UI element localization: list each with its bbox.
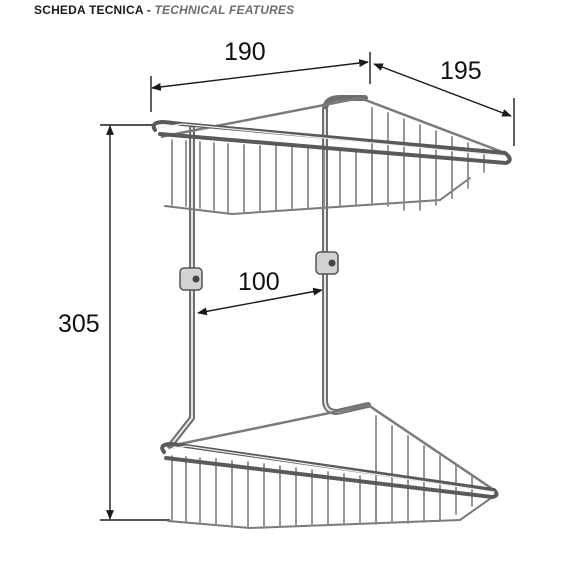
top-basket (151, 96, 512, 216)
width-dimension-label: 190 (224, 38, 266, 66)
right-bracket-connector (315, 251, 339, 275)
bottom-basket-bottom-frame (167, 495, 495, 530)
bottom-basket (160, 403, 499, 530)
top-basket-bottom-frame (164, 177, 471, 216)
technical-sheet-header: SCHEDA TECNICA - TECHNICAL FEATURES (34, 3, 294, 17)
wall-brackets (179, 251, 339, 291)
bottom-basket-front-rim (160, 441, 499, 500)
width-dimension-line (151, 59, 369, 91)
top-basket-front-rim (151, 119, 512, 166)
bottom-basket-back-rim (168, 403, 496, 492)
header-separator: - (143, 3, 155, 17)
depth-dimension-line (373, 63, 512, 117)
bracket-spacing-label: 100 (238, 268, 280, 296)
header-italian: SCHEDA TECNICA (34, 3, 144, 17)
spacing-dimension-line (197, 287, 323, 316)
header-english: TECHNICAL FEATURES (154, 3, 295, 17)
height-dimension-label: 305 (58, 310, 100, 338)
top-basket-back-rim (160, 96, 507, 155)
dimension-lines (100, 52, 515, 521)
left-bracket-connector (179, 267, 203, 291)
depth-dimension-label: 195 (440, 57, 482, 85)
